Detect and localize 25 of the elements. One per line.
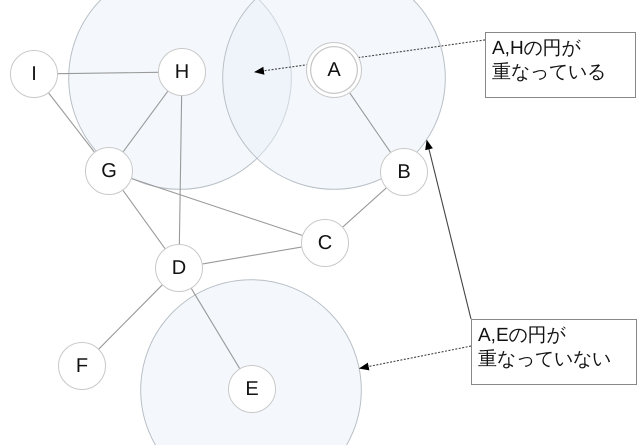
connector-line bbox=[190, 288, 240, 369]
graph-node: F bbox=[58, 342, 106, 390]
connector-line bbox=[178, 96, 182, 244]
graph-node: I bbox=[10, 50, 58, 98]
callout-box: A,Eの円が重なっていない bbox=[471, 319, 637, 385]
graph-node: C bbox=[301, 219, 349, 267]
leader-line bbox=[254, 39, 486, 75]
graph-node: A bbox=[306, 42, 362, 98]
arrow bbox=[358, 346, 472, 370]
connector-line bbox=[349, 92, 391, 153]
callout-box: A,Hの円が重なっている bbox=[485, 32, 636, 98]
connector-line bbox=[58, 72, 158, 74]
graph-node: D bbox=[155, 244, 203, 292]
graph-node: E bbox=[228, 365, 276, 413]
connector-line bbox=[98, 284, 162, 350]
connector-line bbox=[132, 178, 302, 236]
graph-node: H bbox=[158, 48, 206, 96]
arrow bbox=[425, 140, 472, 320]
connector-line bbox=[122, 90, 168, 152]
connector-line bbox=[122, 190, 166, 249]
connector-line bbox=[202, 246, 302, 264]
graph-node: G bbox=[85, 147, 133, 195]
connector-line bbox=[342, 188, 387, 228]
connector-line bbox=[48, 92, 95, 152]
graph-node: B bbox=[380, 148, 428, 196]
